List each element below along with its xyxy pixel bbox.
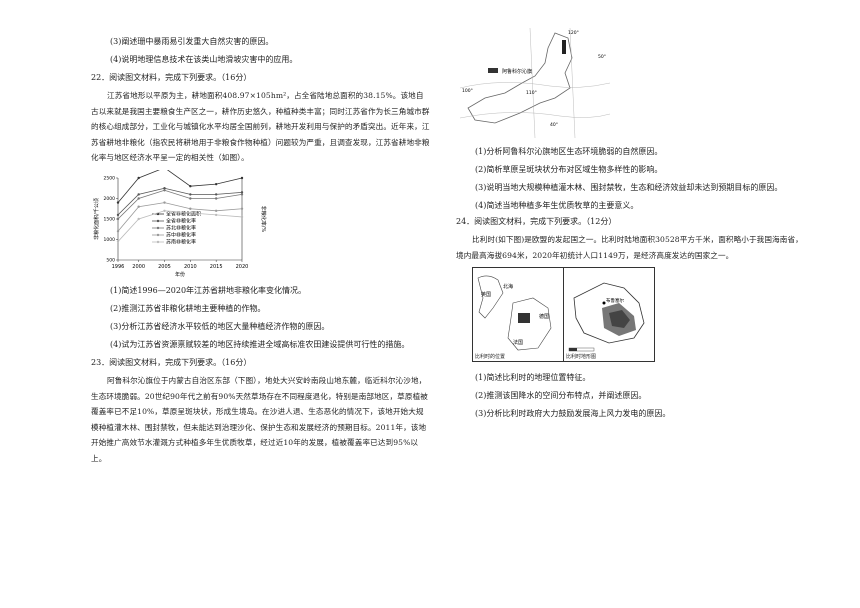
legend-label: 苏南非粮化率	[166, 239, 196, 246]
chart-svg: 500 1000 1500 2000 2500 1996 2000 2005 2010 2015 2…	[93, 166, 267, 278]
question-header: 24．阅读图文材料，完成下列要求。（12分）	[456, 217, 617, 226]
x-tick-label: 2005	[158, 264, 171, 270]
y-tick-label: 1500	[104, 217, 116, 223]
y-tick-label: 2500	[104, 176, 116, 182]
svg-text:北海: 北海	[503, 283, 513, 290]
question-item: (3)分析比利时政府大力鼓励发展海上风力发电的原因。	[475, 409, 671, 418]
svg-text:40°: 40°	[550, 122, 558, 128]
data-point	[116, 217, 120, 221]
svg-text:120°: 120°	[568, 30, 579, 36]
legend-marker	[156, 226, 160, 230]
question-paragraph: 江苏省地形以平原为主，耕地面积408.97×105hm²，占全省陆地总面积的38…	[91, 91, 430, 162]
legend-marker	[156, 240, 160, 244]
series-line	[117, 202, 243, 232]
legend-label: 苏中非粮化率	[166, 232, 196, 239]
legend-swatch	[488, 68, 498, 73]
question-item: (1)分析阿鲁科尔沁旗地区生态环境脆弱的自然原因。	[475, 147, 663, 156]
question-item: (2)简析草原呈斑块状分布对区域生物多样性的影响。	[475, 165, 663, 174]
data-point	[137, 176, 140, 180]
data-point	[189, 193, 192, 196]
legend-label: 全省非粮化率	[166, 218, 196, 225]
belgium-location-map: 北海 英国 法国 德国 比利时的位置	[472, 267, 564, 362]
map-svg: 阿鲁科尔沁旗 120° 50° 100° 110° 40°	[459, 27, 611, 139]
x-axis-label: 年份	[175, 271, 185, 278]
svg-text:英国: 英国	[481, 291, 491, 298]
question-header: 22．阅读图文材料，完成下列要求。（16分）	[91, 73, 252, 82]
data-point	[163, 189, 166, 192]
data-point	[240, 176, 244, 180]
y-tick-label: 2000	[104, 196, 116, 202]
data-point	[189, 207, 192, 210]
x-tick-label: 1996	[112, 264, 125, 270]
legend-marker	[156, 233, 160, 237]
svg-text:法国: 法国	[513, 339, 523, 346]
question-item: (3)阐述珊中暴雨易引发重大自然灾害的原因。	[110, 37, 274, 46]
belgium-terrain-map: 布鲁塞尔 比利时地形图	[563, 267, 655, 362]
question-paragraph: 阿鲁科尔沁旗位于内蒙古自治区东部（下图），地处大兴安岭南段山地东麓，临近科尔沁沙…	[91, 376, 428, 463]
inner-mongolia-map: 阿鲁科尔沁旗 120° 50° 100° 110° 40°	[459, 27, 611, 139]
data-point	[137, 193, 140, 196]
question-item: (3)分析江苏省经济水平较低的地区大量种植经济作物的原因。	[110, 322, 330, 331]
data-point	[116, 240, 120, 243]
data-point	[240, 191, 244, 194]
svg-text:德国: 德国	[539, 313, 549, 320]
data-point	[240, 193, 244, 196]
x-tick-label: 2010	[184, 264, 197, 270]
map-caption: 比利时地形图	[566, 354, 597, 360]
question-item: (4)简述当地种植多年生优质牧草的主要意义。	[475, 201, 639, 210]
location-map-svg: 北海 英国 法国 德国	[477, 275, 552, 351]
data-point	[240, 215, 244, 219]
x-tick-label: 2020	[236, 264, 249, 270]
y-tick-label: 1000	[104, 237, 116, 243]
x-tick-label: 2015	[210, 264, 223, 270]
question-item: (4)试为江苏省资源禀赋较差的地区持续推进全域高标准农田建设提供可行性的措施。	[110, 340, 410, 349]
y-axis-label: 非粮化面积/千公顷	[93, 198, 100, 240]
svg-text:50°: 50°	[598, 54, 606, 60]
legend-label: 苏北非粮化率	[166, 225, 196, 232]
question-item: (1)简述比利时的地理位置特征。	[475, 373, 591, 382]
x-tick-label: 2000	[132, 264, 145, 270]
y-tick-label: 500	[106, 258, 115, 264]
data-point	[189, 197, 192, 200]
data-point	[214, 193, 218, 196]
y-axis-label-right: 非粮化率/%	[260, 206, 267, 233]
terrain-map-svg: 布鲁塞尔	[568, 282, 645, 352]
question-item: (2)推测江苏省非粮化耕地主要种植的作物。	[110, 304, 266, 313]
svg-text:布鲁塞尔: 布鲁塞尔	[606, 297, 624, 304]
series-line	[117, 189, 243, 220]
data-point	[137, 217, 140, 221]
data-point	[137, 205, 140, 208]
series-line	[117, 167, 243, 203]
data-point	[240, 207, 244, 210]
svg-text:110°: 110°	[526, 90, 537, 96]
data-point	[163, 187, 166, 190]
map-caption: 比利时的位置	[475, 354, 506, 360]
data-point	[116, 230, 120, 233]
question-item: (1)简述1996—2020年江苏省耕地非粮化率变化情况。	[110, 286, 307, 295]
data-point	[214, 182, 218, 186]
legend-marker	[156, 219, 160, 223]
data-point	[214, 213, 218, 217]
data-point	[163, 209, 166, 212]
data-point	[214, 197, 218, 200]
question-item: (2)推测该国降水的空间分布特点，并阐述原因。	[475, 391, 647, 400]
series-line	[117, 210, 243, 242]
data-point	[189, 185, 192, 188]
question-paragraph: 比利时(如下图)是欧盟的发起国之一。比利时陆地面积30528平方千米，面积略小于…	[456, 235, 803, 260]
question-item: (3)说明当地大规模种植灌木林、围封禁牧，生态和经济效益却未达到预期目标的原因。	[475, 183, 783, 192]
data-point	[189, 211, 192, 215]
data-point	[163, 201, 166, 204]
series-line	[117, 187, 243, 216]
legend-text: 阿鲁科尔沁旗	[502, 68, 532, 75]
question-header: 23．阅读图文材料，完成下列要求。（16分）	[91, 358, 252, 367]
legend-label: 全省非粮化面积	[166, 211, 201, 218]
line-chart: 500 1000 1500 2000 2500 1996 2000 2005 2010 2015 2…	[92, 166, 272, 280]
data-point	[116, 213, 120, 217]
data-point	[116, 201, 120, 204]
data-point	[137, 197, 140, 200]
svg-text:100°: 100°	[462, 88, 473, 94]
data-point	[214, 209, 218, 212]
question-item: (4)说明地理信息技术在该类山地滑坡灾害中的应用。	[110, 55, 298, 64]
